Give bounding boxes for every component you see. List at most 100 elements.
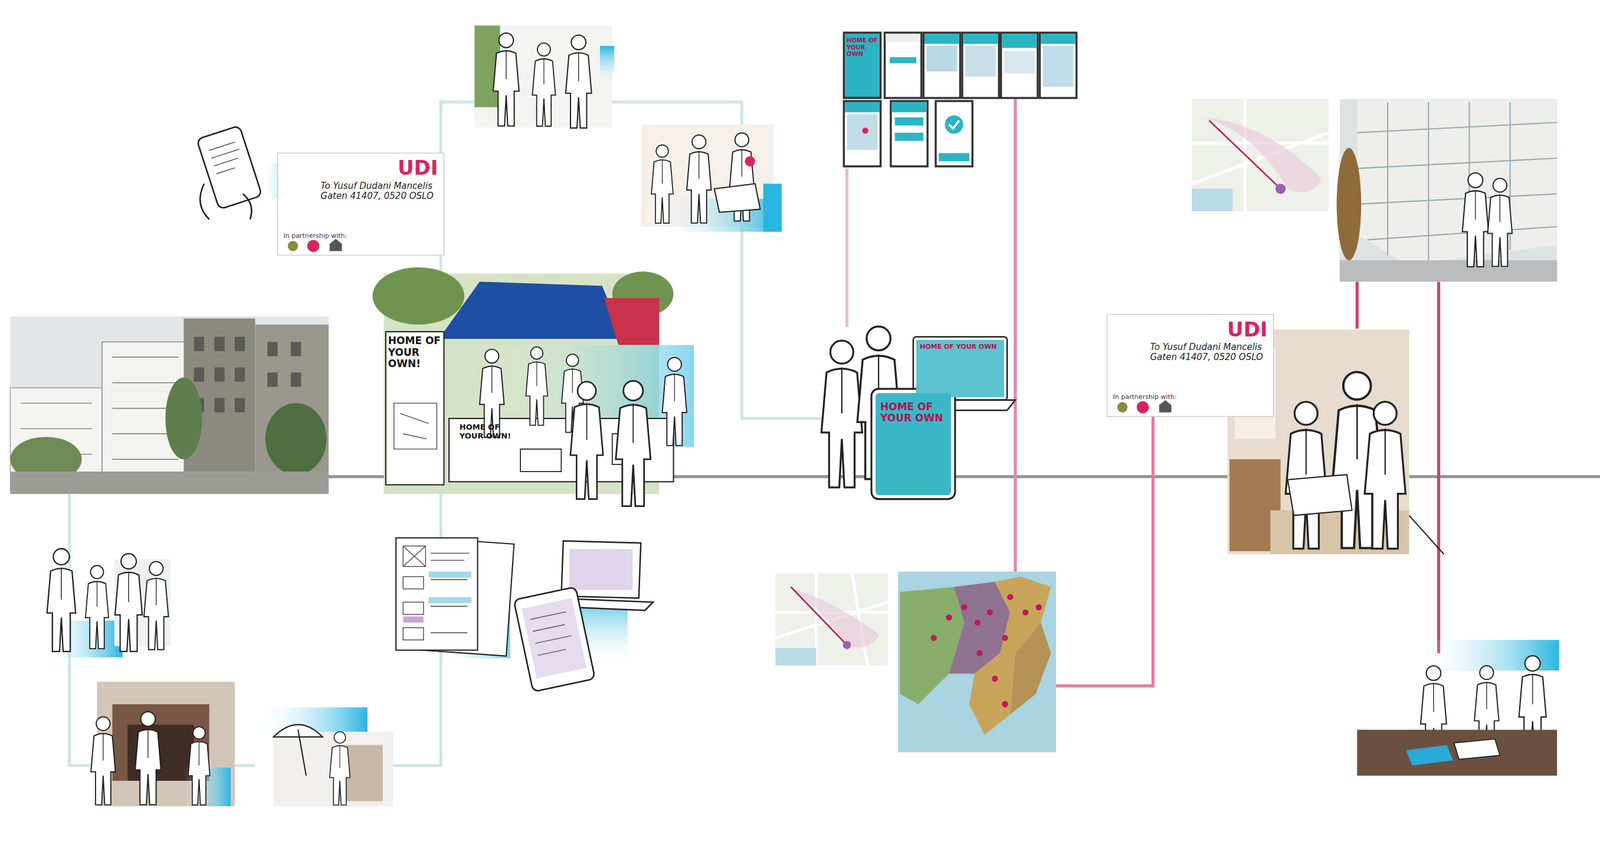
oslo-district-map [991, 675, 998, 682]
app-screens [1001, 33, 1037, 48]
street-photo [165, 377, 202, 459]
photographer-sketch [273, 731, 393, 806]
oslo-district-map [1010, 622, 1051, 715]
street-photo [10, 316, 329, 494]
handshake-sketch [85, 565, 109, 649]
online-listing-sketch [513, 586, 596, 692]
street-photo [290, 372, 301, 387]
laptop-title: HOME OF YOUR OWN [919, 343, 1001, 352]
contract-signing-sketch [1356, 639, 1559, 776]
contract-signing-sketch [1454, 738, 1501, 760]
route-map [1204, 117, 1322, 193]
online-listing-sketch [513, 586, 596, 692]
street-photo [265, 402, 327, 475]
app-screens [894, 132, 924, 142]
apartment-viewing-photo [1408, 515, 1444, 554]
tablet-screen: HOME OF YOUR OWN [875, 392, 952, 495]
logo-text: UDI [1113, 317, 1268, 342]
app-screens [892, 102, 927, 166]
street-photo [214, 336, 225, 352]
advice-meeting-sketch [714, 183, 761, 212]
market-stall-photo [372, 267, 465, 325]
advice-meeting-sketch [651, 145, 674, 224]
couple-with-devices-sketch [821, 340, 862, 488]
route-map [775, 573, 888, 666]
phone-in-hand-sketch [196, 125, 262, 210]
photographer-sketch [297, 729, 307, 776]
route-map [1191, 99, 1329, 212]
street-photo [214, 397, 225, 412]
info-meeting-photo [474, 25, 612, 128]
market-stall-photo [662, 357, 688, 446]
oslo-district-map [897, 571, 1057, 752]
app-screens [1040, 33, 1076, 44]
apartment-viewing-photo [1285, 401, 1327, 549]
documents-sketch [430, 632, 468, 634]
app-screens [1043, 46, 1074, 87]
app-screens [885, 33, 921, 97]
new-building-photo [1339, 260, 1557, 282]
route-map [1208, 120, 1281, 189]
oslo-district-map [974, 619, 981, 626]
new-building-photo [1356, 99, 1557, 266]
app-screens [934, 99, 974, 167]
phone-in-hand-sketch [208, 141, 245, 175]
apartment-viewing-photo [1287, 474, 1353, 516]
street-photo [194, 336, 205, 352]
new-building-photo [1487, 178, 1513, 267]
documents-sketch [402, 545, 426, 567]
street-photo [234, 397, 245, 412]
app-screens [1004, 50, 1035, 74]
app-screens [892, 102, 927, 113]
contract-signing-sketch [1405, 744, 1454, 766]
stall-sign: HOME OF YOUR OWN! [385, 331, 445, 399]
oslo-district-map [930, 634, 937, 641]
app-screens [889, 57, 917, 64]
tablet-title: HOME OF YOUR OWN [880, 401, 947, 425]
street-photo [290, 341, 301, 356]
advice-meeting-sketch [640, 124, 782, 232]
documents-sketch [395, 537, 478, 650]
info-meeting-photo [532, 43, 556, 127]
letter-card [329, 238, 343, 252]
route-map [775, 573, 888, 666]
app-screens [948, 120, 959, 129]
documents-sketch [402, 545, 470, 640]
app-screens [936, 102, 972, 166]
partner-text: In partnership with: [283, 232, 438, 241]
handshake-sketch [47, 548, 76, 652]
app-screens [889, 99, 929, 167]
info-meeting-photo [493, 33, 520, 126]
oslo-district-map [961, 604, 967, 611]
banner-text: HOME OF YOUR OWN! [459, 423, 514, 441]
teal-branch-lines [440, 102, 475, 274]
app-title: HOME OF YOUR OWN [846, 37, 878, 58]
oslo-district-map [1007, 593, 1013, 600]
app-screens [894, 117, 924, 126]
market-stall-photo [604, 297, 659, 346]
app-screens [1040, 33, 1076, 97]
online-listing-sketch [569, 548, 633, 590]
app-screens [963, 33, 999, 44]
letter-card: UDITo Yusuf Dudani Mancelis Gaten 41407,… [277, 152, 444, 255]
apartment-viewing-photo [1364, 401, 1406, 549]
route-map [1191, 99, 1329, 212]
stall-table-banner: HOME OF YOUR OWN! [457, 421, 517, 462]
photographer-sketch [329, 731, 351, 805]
letter-card [1159, 400, 1172, 413]
app-screens [961, 31, 1000, 100]
documents-sketch [428, 571, 472, 577]
app-screens [1001, 33, 1037, 97]
oslo-district-map [986, 608, 993, 615]
handshake-sketch [115, 553, 143, 652]
app-screens [847, 114, 878, 151]
route-map [1191, 99, 1329, 212]
renovation-photo [135, 711, 162, 805]
oslo-district-map [945, 614, 952, 621]
contract-signing-sketch [1356, 729, 1557, 776]
market-stall-photo [525, 346, 548, 426]
pink-branch-lines [1437, 281, 1441, 653]
route-map [1191, 188, 1233, 212]
